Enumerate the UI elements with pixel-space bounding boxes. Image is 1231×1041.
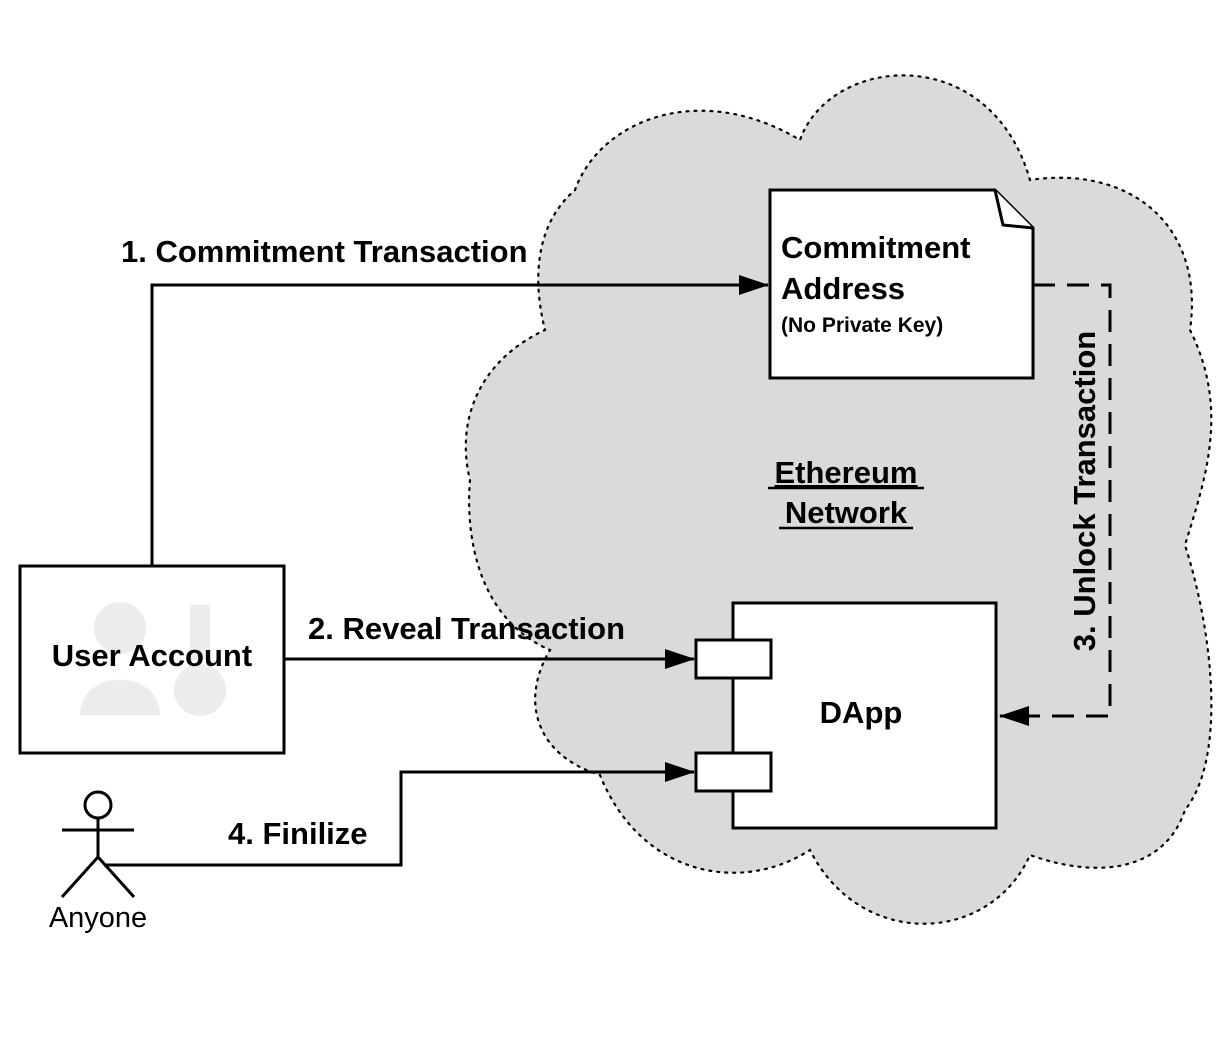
actor-label: Anyone [49, 902, 147, 934]
commitment-address-line2: Address [781, 271, 905, 306]
edge-reveal-label: 2. Reveal Transaction [308, 611, 625, 646]
edge-commitment-transaction: 1. Commitment Transaction [121, 234, 769, 567]
dapp-box [731, 601, 998, 830]
dapp-port-top [694, 638, 773, 680]
dapp-node[interactable]: DApp [694, 601, 998, 830]
edge-finalize-label: 4. Finilize [228, 816, 368, 851]
user-account-label: User Account [52, 638, 252, 673]
dapp-port-bottom [694, 751, 773, 793]
user-account-node[interactable]: User Account [18, 564, 286, 755]
edge-unlock-line [999, 283, 1112, 726]
commitment-address-node[interactable]: Commitment Address (No Private Key) [768, 188, 1035, 380]
edge-finalize-line [104, 762, 695, 867]
dapp-label: DApp [820, 695, 903, 730]
edge-finalize: 4. Finilize [104, 762, 695, 867]
anyone-actor[interactable]: Anyone [49, 790, 147, 934]
edge-commitment-line [150, 275, 769, 567]
edge-commitment-label: 1. Commitment Transaction [121, 234, 528, 269]
edge-reveal-transaction: 2. Reveal Transaction [284, 611, 695, 669]
user-key-icon [80, 602, 226, 716]
document-shape [768, 188, 1035, 380]
stick-figure-icon [60, 790, 136, 899]
commitment-address-note: (No Private Key) [781, 314, 943, 337]
edge-unlock-transaction: 3. Unlock Transaction [999, 283, 1112, 726]
cloud-title-line2: Network [785, 495, 908, 530]
document-fold-icon [993, 189, 1034, 230]
commitment-address-line1: Commitment [781, 230, 970, 265]
edge-unlock-label: 3. Unlock Transaction [1067, 331, 1102, 651]
cloud-title-line1: Ethereum [775, 455, 918, 490]
